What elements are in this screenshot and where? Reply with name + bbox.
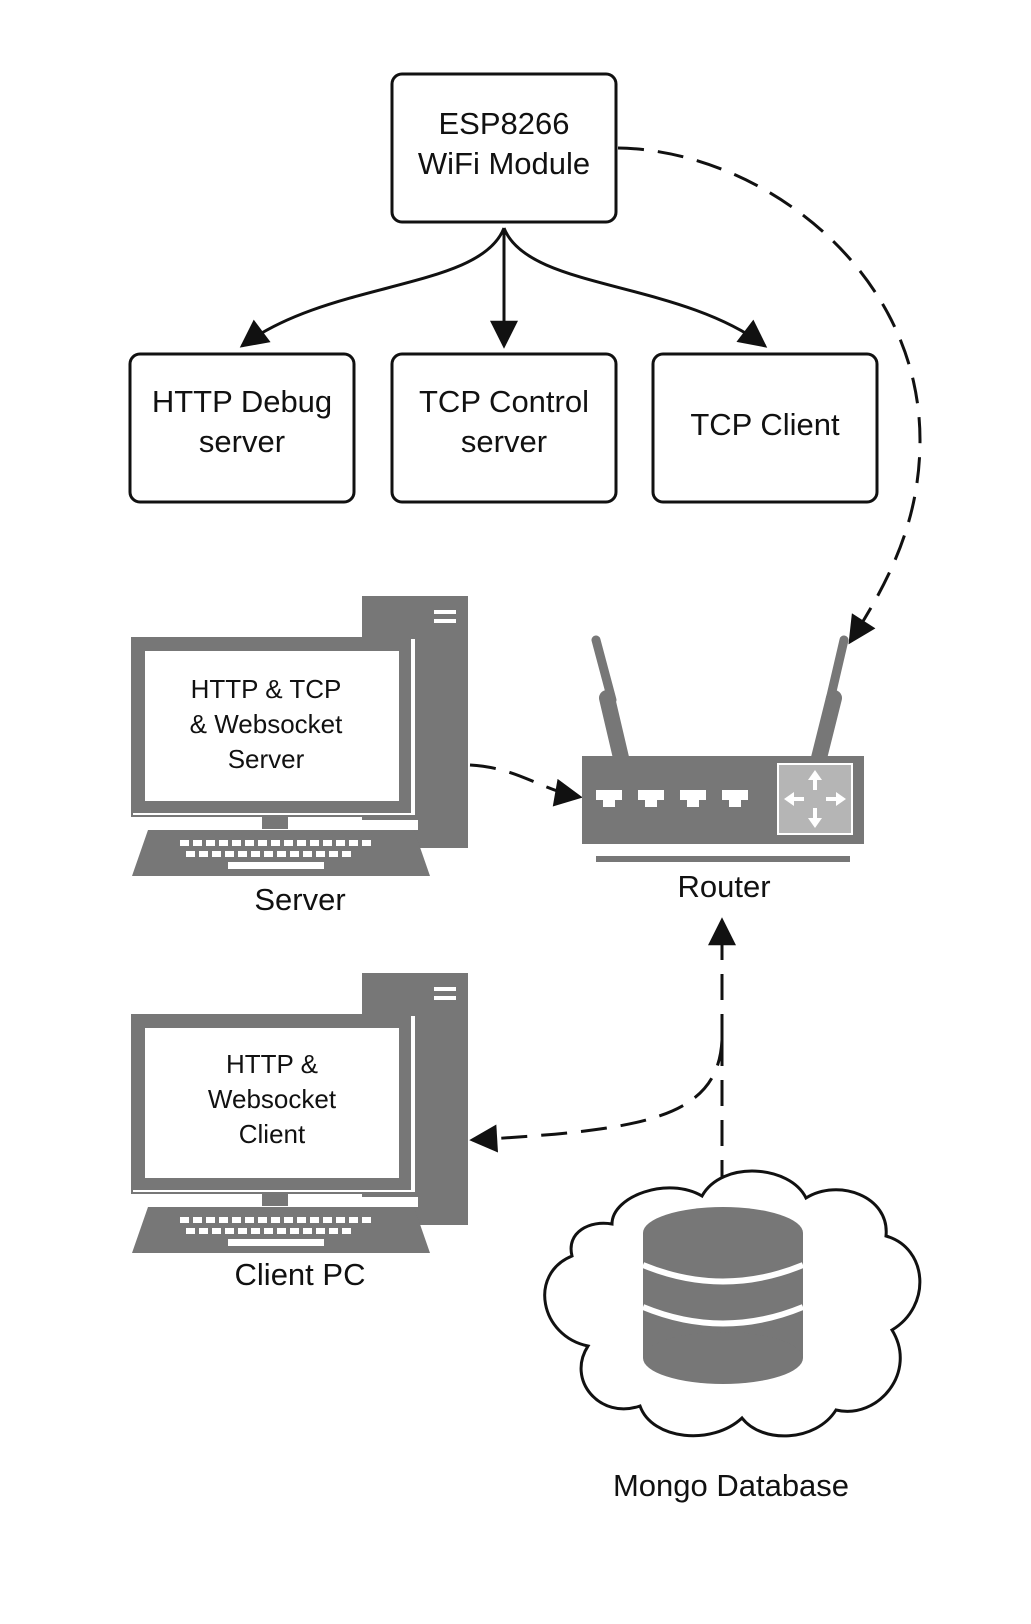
tcp-control-server-line1: TCP Control bbox=[419, 384, 589, 419]
router: Router bbox=[582, 635, 864, 904]
tcp-control-server-box: TCP Control server bbox=[390, 352, 618, 504]
mongo-database-caption: Mongo Database bbox=[613, 1468, 849, 1503]
router-links bbox=[469, 917, 736, 1218]
esp8266-module: ESP8266 WiFi Module bbox=[390, 72, 618, 224]
tcp-control-server-line2: server bbox=[461, 424, 547, 459]
client-pc: HTTP & Websocket Client Client PC bbox=[131, 973, 468, 1292]
router-to-client-dashed-arrow bbox=[469, 1039, 724, 1153]
server-pc: HTTP & TCP & Websocket Server Server bbox=[131, 596, 468, 917]
desktop-computer-icon bbox=[131, 596, 468, 876]
client-screen-line1: HTTP & bbox=[226, 1049, 318, 1079]
esp-to-tcp-client-arrow bbox=[502, 227, 768, 348]
client-screen-line3: Client bbox=[239, 1119, 306, 1149]
server-screen-line1: HTTP & TCP bbox=[191, 674, 342, 704]
esp-to-http-debug-arrow bbox=[239, 227, 506, 348]
http-debug-server-line2: server bbox=[199, 424, 285, 459]
client-screen-line2: Websocket bbox=[208, 1084, 337, 1114]
esp8266-module-line2: WiFi Module bbox=[418, 146, 590, 181]
database: Mongo Database bbox=[543, 1169, 922, 1503]
database-cloud-icon bbox=[543, 1169, 922, 1438]
client-pc-caption: Client PC bbox=[235, 1257, 366, 1292]
server-screen-line3: Server bbox=[228, 744, 305, 774]
router-icon bbox=[582, 635, 864, 862]
desktop-computer-icon bbox=[131, 973, 468, 1253]
server-to-router-dashed-arrow bbox=[469, 763, 583, 807]
server-caption: Server bbox=[254, 882, 345, 917]
module-connectors bbox=[239, 227, 768, 349]
tcp-client-label: TCP Client bbox=[690, 407, 840, 442]
tcp-client-box: TCP Client bbox=[651, 352, 879, 504]
http-debug-server-box: HTTP Debug server bbox=[128, 352, 356, 504]
esp8266-module-line1: ESP8266 bbox=[439, 106, 570, 141]
router-caption: Router bbox=[677, 869, 770, 904]
http-debug-server-line1: HTTP Debug bbox=[152, 384, 332, 419]
server-screen-line2: & Websocket bbox=[190, 709, 343, 739]
